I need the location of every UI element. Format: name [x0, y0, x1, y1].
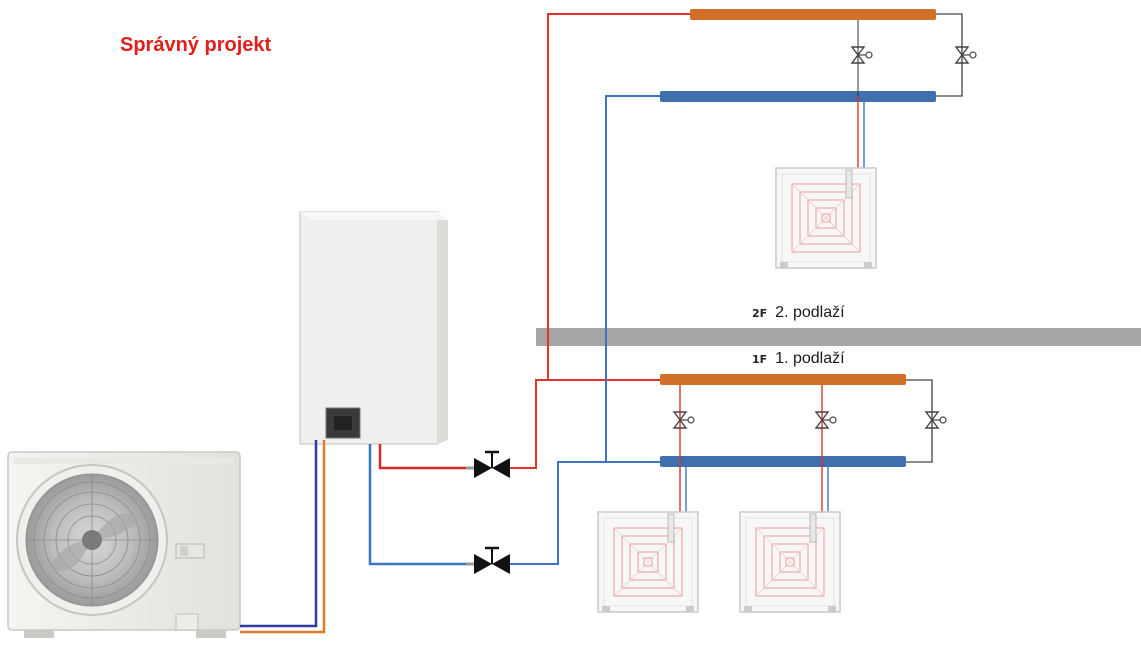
fan-coil-2f	[775, 167, 877, 269]
fan-coil-1f-a	[597, 511, 699, 613]
floor-code-1f: 1F	[752, 353, 768, 366]
outdoor-unit	[7, 451, 241, 638]
supply-riser	[510, 13, 690, 469]
diagram-title: Správný projekt	[120, 34, 272, 56]
lower-supply-header	[660, 374, 906, 385]
pipe-supply-red	[378, 444, 466, 470]
fan-coil-1f-b	[739, 511, 841, 613]
floor-name-2f: 2. podlaží	[775, 304, 845, 321]
floor-label-1f: 1F 1. podlaží	[752, 350, 845, 368]
return-riser	[510, 461, 660, 565]
main-valve-return	[472, 546, 512, 576]
floor-label-2f: 2F 2. podlaží	[752, 304, 845, 322]
pipe-outdoor-orange	[240, 440, 326, 634]
lower-return-header	[660, 456, 906, 467]
indoor-unit	[299, 211, 448, 445]
floor-code-2f: 2F	[752, 307, 768, 320]
upper-supply-header	[690, 9, 936, 20]
floor-name-1f: 1. podlaží	[775, 350, 845, 367]
main-valve-supply	[472, 450, 512, 480]
lower-valve-1	[673, 411, 695, 429]
pipe-return-blue	[368, 444, 466, 566]
upper-valve-right	[955, 46, 977, 64]
lower-valve-3	[925, 411, 947, 429]
lower-valve-2	[815, 411, 837, 429]
upper-return-header	[660, 91, 936, 102]
floor-slab	[536, 328, 1141, 346]
upper-valve-left	[851, 46, 873, 64]
pipe-outdoor-blue	[240, 440, 318, 628]
